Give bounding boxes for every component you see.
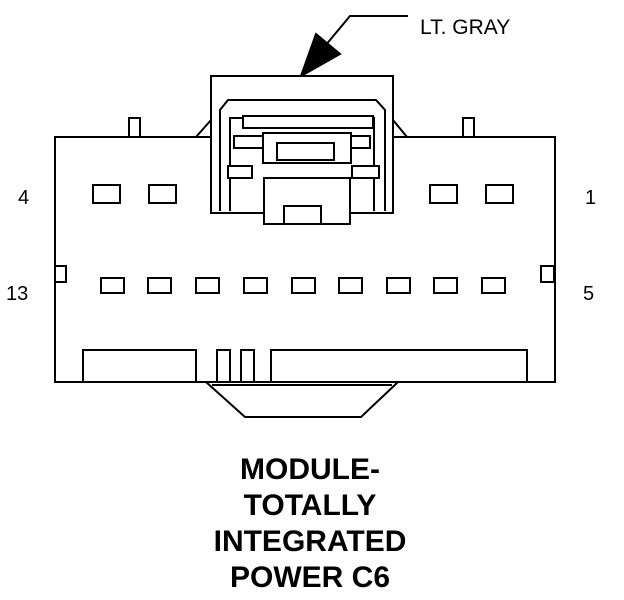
pin-cavity bbox=[148, 184, 177, 204]
pin-label-bottom-right: 5 bbox=[583, 283, 595, 305]
side-tab-right bbox=[540, 265, 555, 283]
pin-cavity bbox=[429, 184, 458, 204]
pin-cavity bbox=[481, 277, 506, 294]
bottom-slot-left bbox=[82, 349, 197, 383]
pin-cavity bbox=[433, 277, 458, 294]
pin-cavity bbox=[147, 277, 172, 294]
bottom-skirt bbox=[205, 381, 399, 418]
connector-title: MODULE- TOTALLY INTEGRATED POWER C6 bbox=[160, 452, 460, 596]
pin-label-bottom-left: 13 bbox=[6, 283, 29, 305]
lock-latch-outline bbox=[219, 99, 386, 211]
top-tab-left bbox=[128, 117, 141, 138]
bottom-key bbox=[216, 349, 231, 383]
pin-cavity bbox=[386, 277, 411, 294]
bottom-slot-right bbox=[270, 349, 528, 383]
lock-plunger-slot bbox=[283, 205, 322, 225]
pin-cavity bbox=[92, 184, 121, 204]
lock-side-step-right bbox=[351, 165, 380, 179]
pin-label-top-right: 1 bbox=[585, 187, 597, 209]
lock-bar-top bbox=[242, 115, 374, 129]
color-callout-label: LT. GRAY bbox=[420, 16, 511, 39]
pin-cavity bbox=[243, 277, 268, 294]
callout-arrow bbox=[299, 32, 342, 79]
callout-leader-line bbox=[324, 15, 408, 47]
title-line: POWER C6 bbox=[229, 561, 391, 594]
lock-housing-shoulder-right bbox=[392, 119, 408, 138]
bottom-key bbox=[240, 349, 255, 383]
top-tab-right bbox=[462, 117, 475, 138]
pin-cavity bbox=[100, 277, 125, 294]
title-line: TOTALLY bbox=[243, 489, 377, 522]
pin-cavity bbox=[338, 277, 363, 294]
side-tab-left bbox=[54, 265, 67, 283]
lock-side-step-left bbox=[227, 165, 253, 179]
title-line: MODULE- bbox=[240, 453, 380, 486]
lock-window-inner bbox=[276, 142, 335, 161]
title-line: INTEGRATED bbox=[213, 525, 407, 558]
lock-housing-shoulder-left bbox=[195, 119, 212, 138]
pin-cavity bbox=[195, 277, 220, 294]
pin-cavity bbox=[485, 184, 514, 204]
pin-cavity bbox=[291, 277, 316, 294]
pin-label-top-left: 4 bbox=[18, 187, 30, 209]
